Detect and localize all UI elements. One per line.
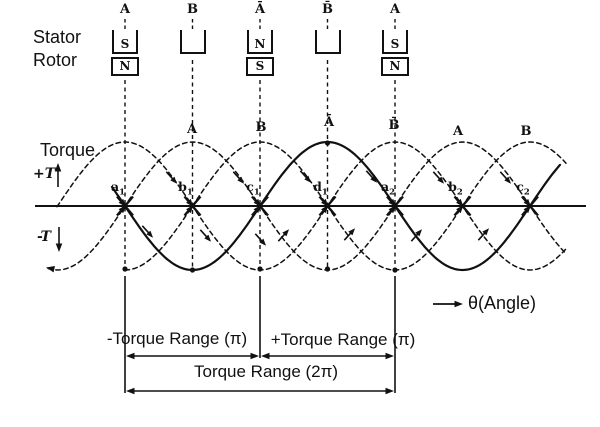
curve-peak-label: B xyxy=(255,120,267,135)
crossing-arrowhead xyxy=(388,198,396,207)
axis-crossing-label: b2 xyxy=(448,179,463,198)
axis-crossing-label: d1 xyxy=(313,179,328,198)
stator-pole-cup xyxy=(314,30,341,54)
curve-peak-label: Ā xyxy=(323,115,335,130)
direction-arrow xyxy=(304,175,312,183)
stator-pole-cup: S xyxy=(382,30,408,54)
neg-torque-range-label: -Torque Range (π) xyxy=(106,329,248,348)
equilibrium-dot xyxy=(189,267,196,273)
equilibrium-dot xyxy=(257,266,263,272)
minus-t-arrowhead xyxy=(55,243,63,252)
curve-peak-label: B xyxy=(520,124,532,139)
axis-crossing-label: a1 xyxy=(110,179,126,198)
crossing-arrowhead xyxy=(456,198,464,207)
crossing-arrowhead xyxy=(186,198,194,207)
crossing-arrowhead xyxy=(321,198,329,207)
theta-arrowhead xyxy=(454,300,463,308)
plus-torque-label: +T xyxy=(33,166,56,182)
equilibrium-dot xyxy=(324,266,331,272)
theta-angle-label: θ(Angle) xyxy=(468,293,537,313)
axis-crossing-label: a2 xyxy=(380,179,396,198)
range-arrowhead xyxy=(126,387,135,395)
crossing-arrowhead xyxy=(186,205,194,214)
plus-t-arrowhead xyxy=(54,163,62,172)
stator-phase-label: A xyxy=(389,2,401,17)
direction-arrow xyxy=(437,176,445,184)
minus-torque-label: -T xyxy=(37,229,51,245)
direction-arrow xyxy=(504,176,512,184)
axis-crossing-label: c2 xyxy=(516,179,530,198)
direction-arrow xyxy=(282,229,290,237)
direction-arrow xyxy=(170,176,178,184)
crossing-arrowhead xyxy=(456,205,464,214)
curve-peak-label: B̄ xyxy=(388,118,400,133)
stator-pole-cup: S xyxy=(112,30,138,54)
phase-A-torque-curve xyxy=(47,141,567,271)
curve-start-arrowhead xyxy=(46,266,55,273)
stator-label: Stator xyxy=(33,27,82,47)
direction-arrow xyxy=(370,175,378,183)
equilibrium-dot xyxy=(122,266,128,272)
stator-phase-label: A xyxy=(119,2,131,17)
phase-Abar-torque-curve xyxy=(110,140,562,272)
torque-axis-title: Torque xyxy=(40,140,96,160)
direction-arrow xyxy=(237,176,245,184)
equilibrium-dot xyxy=(392,267,398,273)
crossing-arrowhead xyxy=(321,205,329,214)
range-arrowhead xyxy=(385,387,394,395)
axis-crossing-label: b1 xyxy=(178,179,193,198)
direction-arrow xyxy=(348,228,356,236)
crossing-arrowhead xyxy=(253,198,261,207)
curve-peak-label: A xyxy=(186,122,198,137)
full-torque-range-label: Torque Range (2π) xyxy=(193,362,339,381)
stator-phase-label: Ā xyxy=(254,2,266,17)
pos-torque-range-label: +Torque Range (π) xyxy=(270,330,416,349)
range-arrowhead xyxy=(261,352,270,360)
axis-crossing-label: c1 xyxy=(246,179,260,198)
range-arrowhead xyxy=(126,352,135,360)
stator-phase-label: B xyxy=(187,2,198,17)
rotor-pole-box: S xyxy=(246,57,274,76)
crossing-arrowhead xyxy=(388,205,396,214)
crossing-arrowhead xyxy=(118,205,126,214)
curve-peak-label: A xyxy=(452,124,464,139)
direction-arrow xyxy=(146,230,154,238)
direction-arrow xyxy=(259,238,267,246)
stator-pole-cup xyxy=(179,30,206,54)
direction-arrow xyxy=(204,234,212,242)
stator-phase-label: B̄ xyxy=(322,2,333,17)
rotor-pole-box: N xyxy=(111,57,139,76)
rotor-pole-box: N xyxy=(381,57,409,76)
direction-arrow xyxy=(415,229,423,237)
direction-arrow xyxy=(482,228,490,236)
stator-pole-cup: N xyxy=(247,30,273,54)
rotor-label: Rotor xyxy=(33,50,78,70)
range-arrowhead xyxy=(250,352,259,360)
crossing-arrowhead xyxy=(523,205,531,214)
crossing-arrowhead xyxy=(253,205,261,214)
phase-Bbar-torque-curve xyxy=(56,141,567,271)
crossing-arrowhead xyxy=(118,198,126,207)
crossing-arrowhead xyxy=(523,198,531,207)
equilibrium-dot xyxy=(324,140,331,146)
range-arrowhead xyxy=(385,352,394,360)
